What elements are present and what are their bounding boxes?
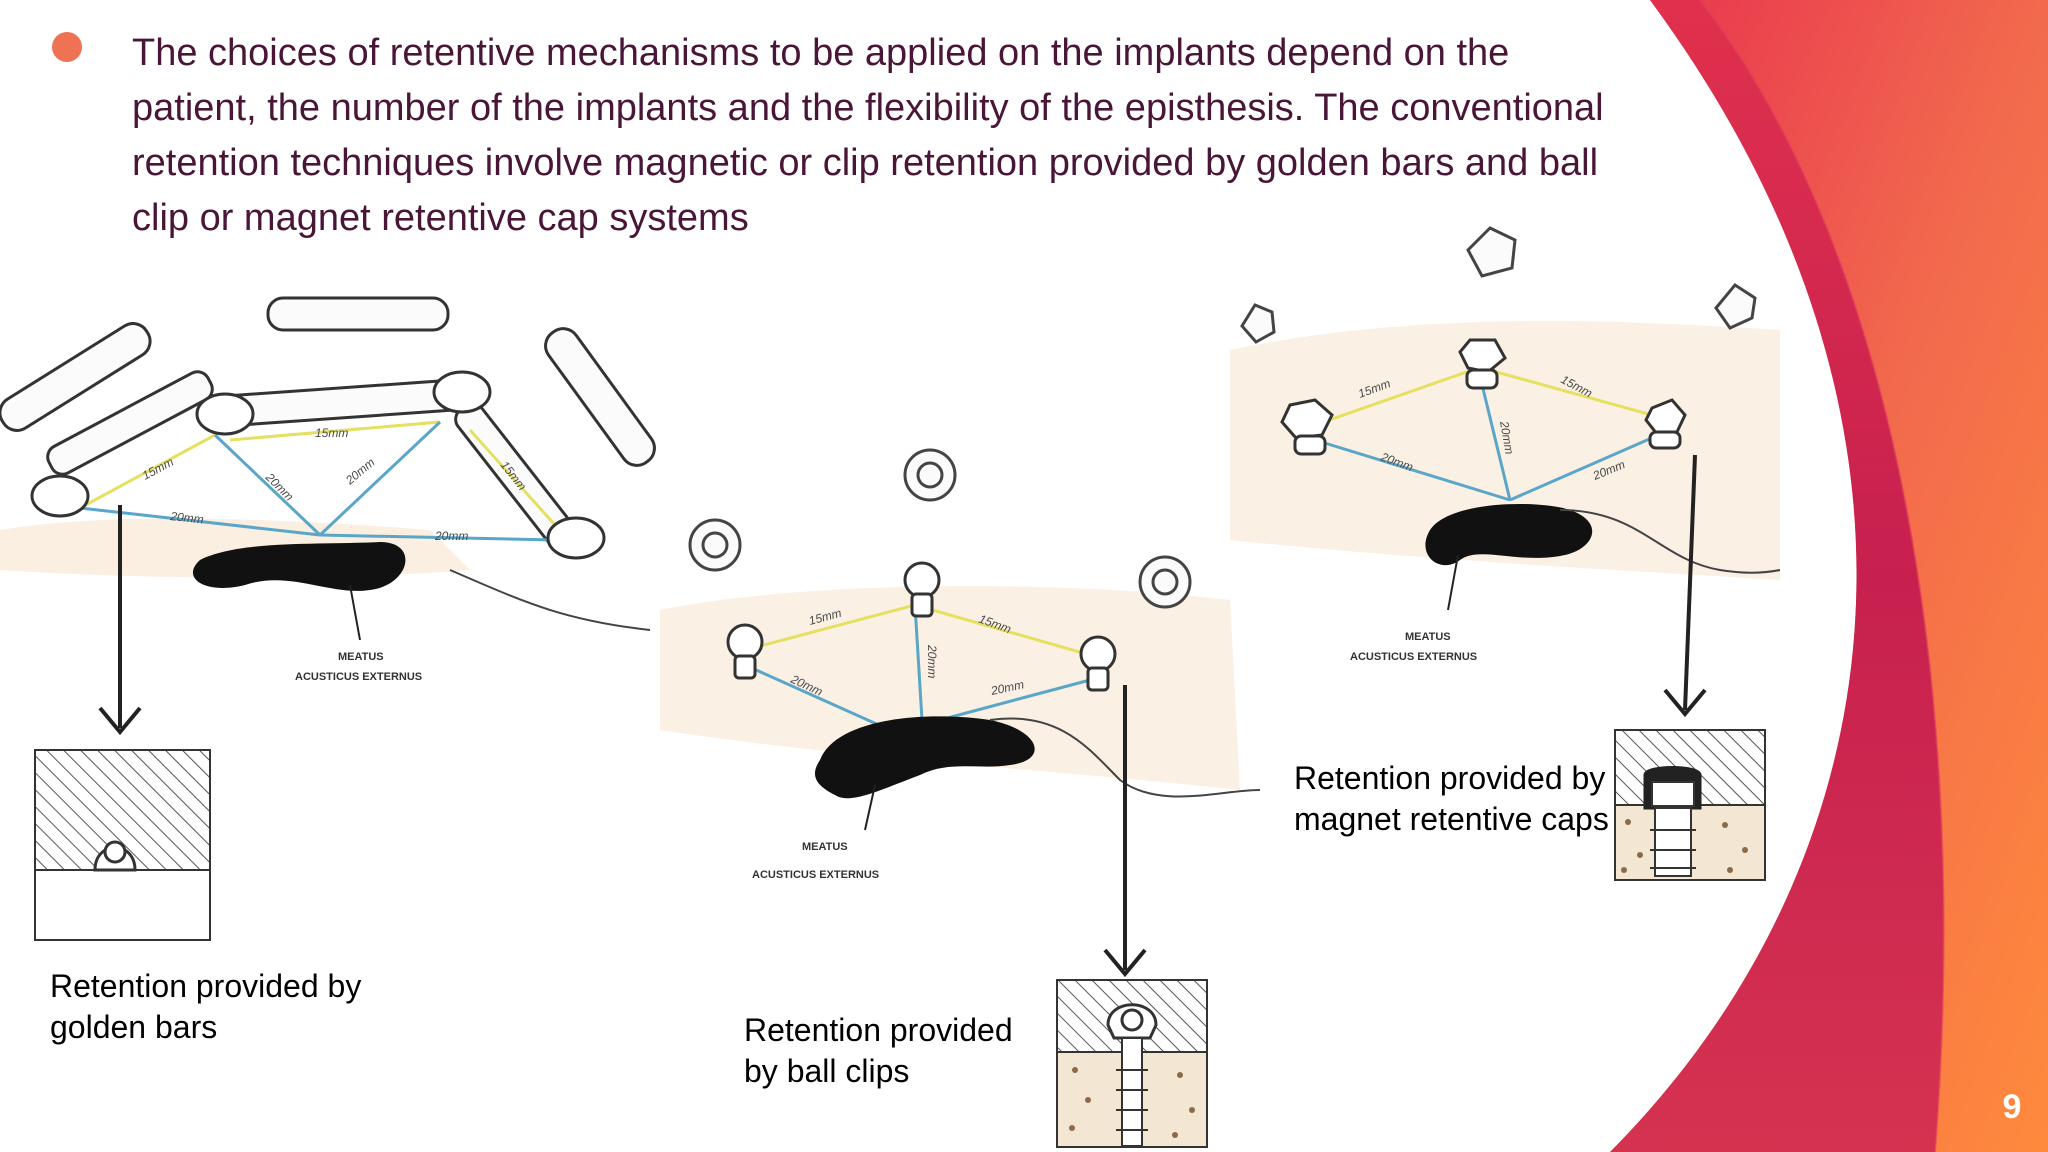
golden-bar-pieces (0, 296, 656, 467)
ball-clip-cross-section (1056, 979, 1208, 1148)
measurement-lines (79, 420, 557, 542)
magnet-abutments (1280, 338, 1687, 456)
ball-abutments (726, 561, 1117, 692)
page-number: 9 (2002, 1088, 2022, 1126)
golden-bar-cross-section (34, 749, 211, 941)
caption-golden-bars: Retention provided by golden bars (50, 968, 362, 1045)
measurement-lines (1314, 366, 1671, 502)
caption-ball-clips: Retention provided by ball clips (744, 1012, 1013, 1089)
measurement-lines (744, 603, 1091, 732)
tissue-shading (1230, 321, 1780, 580)
anatomy-label: MEATUS ACUSTICUS EXTERNUS (752, 841, 879, 881)
svg-text:ACUSTICUS EXTERNUS: ACUSTICUS EXTERNUS (1350, 651, 1477, 663)
golden-bars (46, 370, 576, 548)
caption-magnet-caps: Retention provided by magnet retentive c… (1294, 760, 1609, 837)
magnet-caps (1240, 226, 1757, 344)
implant-abutments (30, 370, 606, 560)
svg-text:ACUSTICUS EXTERNUS: ACUSTICUS EXTERNUS (752, 869, 879, 881)
svg-text:20mm: 20mm (925, 644, 939, 678)
magnet-cap-cross-section (1614, 729, 1766, 881)
svg-text:MEATUS: MEATUS (802, 841, 848, 853)
svg-text:20mm: 20mm (989, 677, 1026, 698)
ball-clips-diagram: 15mm 15mm 20mm 20mm 20mm MEATUS ACUSTICU… (660, 448, 1260, 1148)
body-paragraph: The choices of retentive mechanisms to b… (132, 32, 1604, 239)
magnet-caps-diagram: 15mm 15mm 20mm 20mm 20mm MEATUS ACUSTICU… (1230, 226, 1781, 881)
ear-canal-opening (1425, 504, 1593, 566)
svg-text:20mm: 20mm (342, 455, 377, 488)
svg-text:15mm: 15mm (140, 455, 176, 483)
bullet-dot (52, 32, 82, 62)
svg-text:20mm: 20mm (434, 529, 468, 543)
svg-text:20mm: 20mm (1497, 419, 1517, 455)
anatomy-label: MEATUS ACUSTICUS EXTERNUS (295, 651, 422, 683)
anatomy-label: MEATUS ACUSTICUS EXTERNUS (1350, 631, 1477, 663)
svg-text:MEATUS: MEATUS (338, 651, 384, 663)
ear-canal-opening (815, 716, 1035, 799)
ear-canal-opening (192, 542, 406, 591)
svg-text:20mm: 20mm (169, 509, 205, 527)
svg-text:MEATUS: MEATUS (1405, 631, 1451, 643)
detail-arrow (1683, 454, 1697, 711)
svg-text:ACUSTICUS EXTERNUS: ACUSTICUS EXTERNUS (295, 671, 422, 683)
svg-text:15mm: 15mm (315, 426, 348, 440)
ball-clip-rings (688, 448, 1192, 609)
golden-bars-diagram: 15mm 15mm 15mm 20mm 20mm 20mm 20mm MEATU… (0, 296, 656, 941)
